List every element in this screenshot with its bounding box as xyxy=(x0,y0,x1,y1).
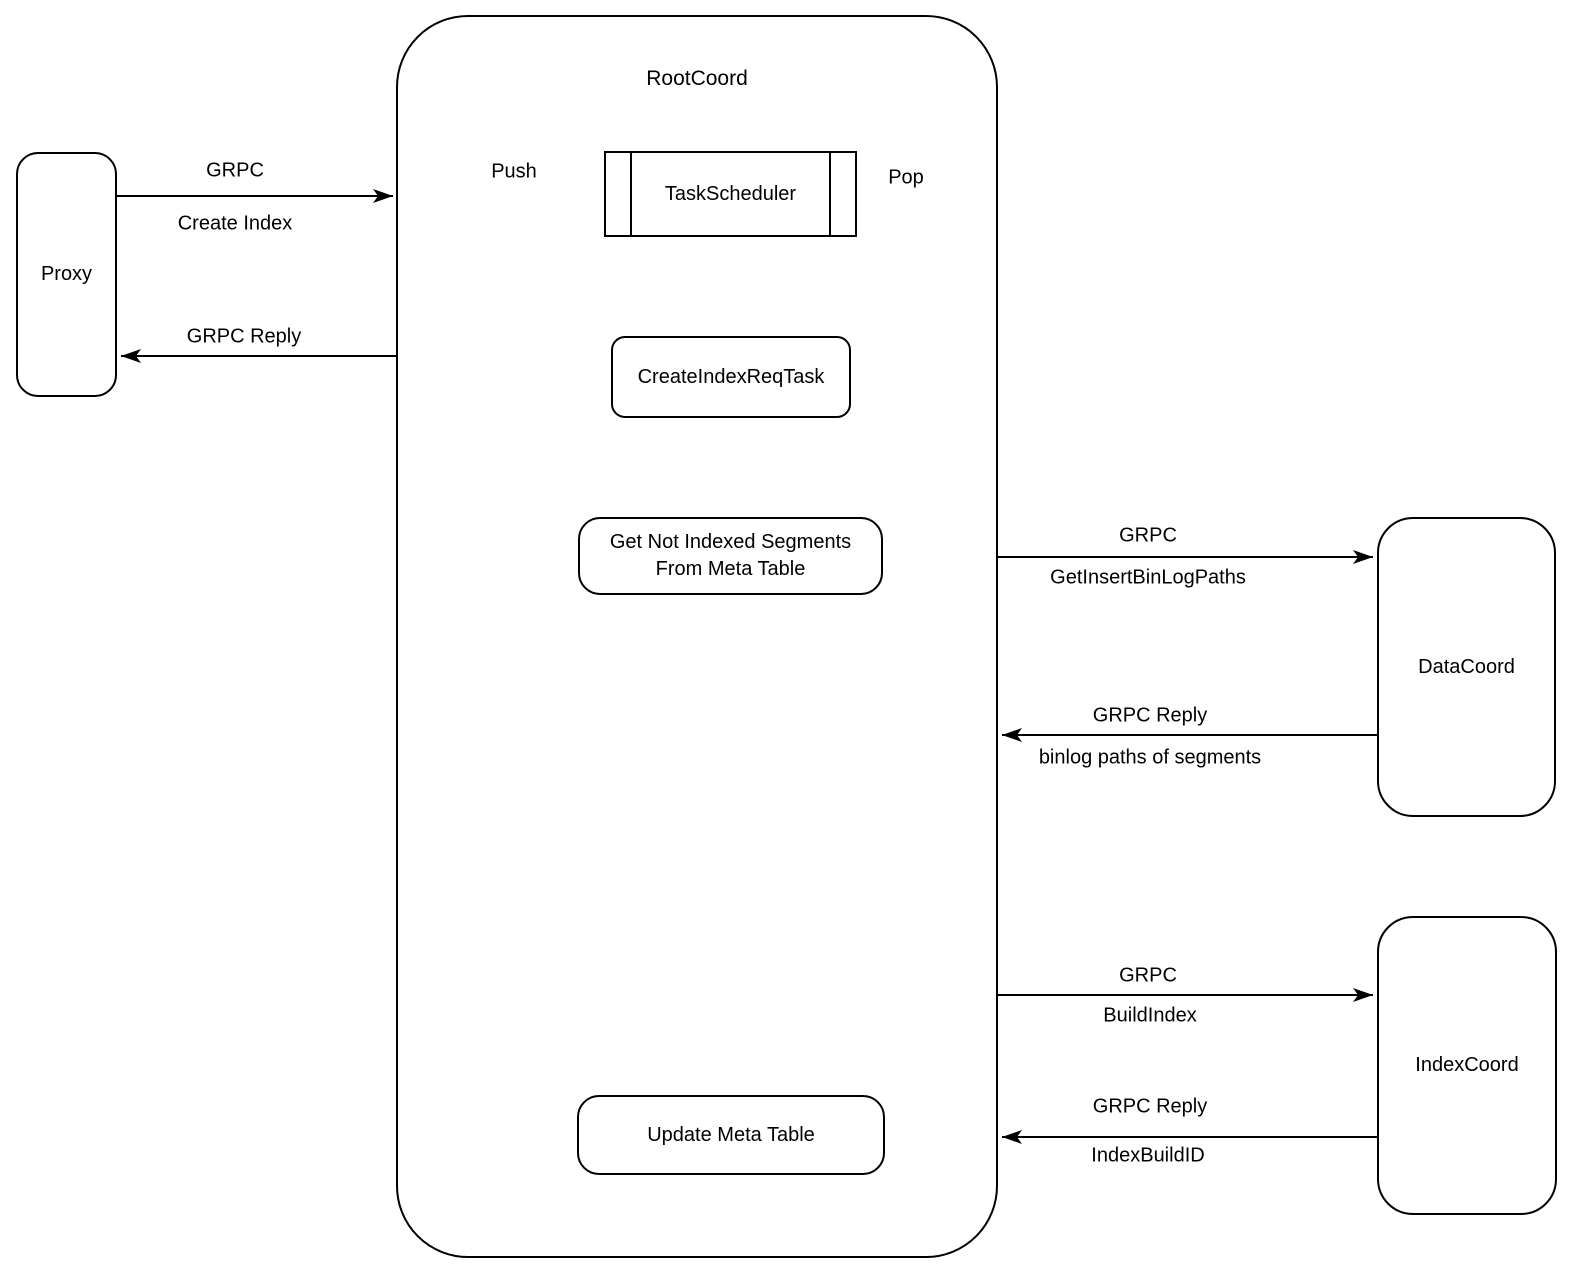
edge-label-grpc-buildindex-bottom: BuildIndex xyxy=(1101,1004,1199,1028)
get-not-indexed-line1: Get Not Indexed Segments xyxy=(609,531,852,553)
edge-label-grpc-create-top: GRPC xyxy=(204,159,266,183)
node-get-not-indexed-segments: Get Not Indexed Segments From Meta Table xyxy=(578,517,883,595)
node-proxy-label: Proxy xyxy=(40,263,93,285)
get-not-indexed-line2: From Meta Table xyxy=(655,558,806,580)
node-create-index-req-task-label: CreateIndexReqTask xyxy=(637,365,825,388)
node-update-meta-table: Update Meta Table xyxy=(577,1095,885,1175)
node-get-not-indexed-segments-label: Get Not Indexed Segments From Meta Table xyxy=(610,529,851,583)
node-root-coord-label: RootCoord xyxy=(646,67,748,90)
edge-label-grpc-getinsert-bottom: GetInsertBinLogPaths xyxy=(1048,566,1248,590)
node-create-index-req-task: CreateIndexReqTask xyxy=(611,336,851,418)
node-data-coord: DataCoord xyxy=(1377,517,1556,817)
edge-label-pop: Pop xyxy=(886,166,926,190)
task-scheduler-right-divider xyxy=(829,153,831,235)
node-task-scheduler: TaskScheduler xyxy=(604,151,857,237)
edge-label-grpc-reply-indexbuildid-bottom: IndexBuildID xyxy=(1089,1144,1207,1168)
node-index-coord: IndexCoord xyxy=(1377,916,1557,1215)
edge-label-grpc-reply-proxy: GRPC Reply xyxy=(184,325,304,349)
edge-label-grpc-reply-binlog-bottom: binlog paths of segments xyxy=(1036,746,1264,770)
node-index-coord-label: IndexCoord xyxy=(1415,1054,1519,1076)
node-update-meta-table-label: Update Meta Table xyxy=(647,1123,815,1146)
node-proxy: Proxy xyxy=(16,152,117,397)
edge-label-grpc-reply-indexbuildid-top: GRPC Reply xyxy=(1090,1095,1210,1119)
edge-label-grpc-create-bottom: Create Index xyxy=(175,212,295,236)
node-data-coord-label: DataCoord xyxy=(1418,655,1515,678)
edge-label-push: Push xyxy=(489,160,539,184)
task-scheduler-left-divider xyxy=(630,153,632,235)
edge-label-grpc-getinsert-top: GRPC xyxy=(1117,524,1179,548)
node-task-scheduler-label: TaskScheduler xyxy=(664,182,797,205)
edge-label-grpc-reply-binlog-top: GRPC Reply xyxy=(1090,704,1210,728)
edge-label-grpc-buildindex-top: GRPC xyxy=(1117,964,1179,988)
